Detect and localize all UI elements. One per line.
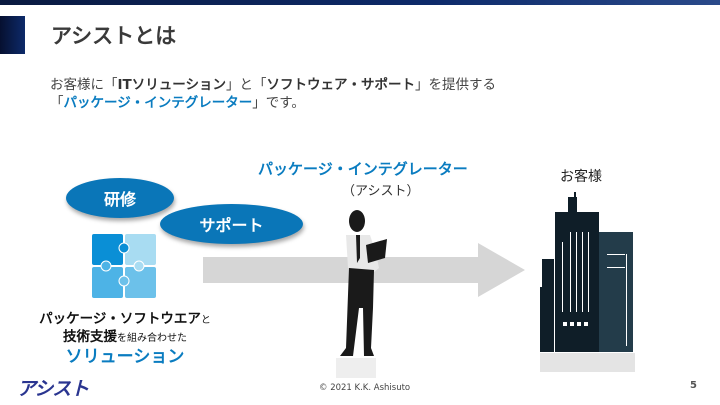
- caption-line1: パッケージ・ソフトウエアと: [0, 307, 250, 327]
- text: 」を提供する: [414, 77, 496, 93]
- integrator-title: パッケージ・インテグレーター: [258, 160, 468, 178]
- text: 」です。: [252, 95, 305, 111]
- text: 」と「: [225, 77, 267, 93]
- page-number: 5: [690, 380, 697, 391]
- puzzle-icon: [92, 234, 156, 298]
- customer-label: お客様: [560, 169, 602, 185]
- text: 「: [50, 95, 64, 111]
- text: パッケージ・ソフトウエア: [39, 311, 201, 327]
- text: ITソリューション: [117, 77, 226, 93]
- top-bar: [0, 0, 720, 5]
- text: を組み合わせた: [117, 333, 187, 344]
- support-bubble: サポート: [160, 204, 303, 244]
- intro-text: お客様に「ITソリューション」と「ソフトウェア・サポート」を提供する 「パッケー…: [50, 76, 496, 112]
- text: パッケージ・インテグレーター: [63, 95, 253, 111]
- caption-solution: ソリューション: [65, 347, 185, 367]
- page-title: アシストとは: [51, 24, 177, 48]
- caption-line2: 技術支援を組み合わせた: [0, 325, 250, 345]
- copyright: © 2021 K.K. Ashisuto: [319, 383, 411, 393]
- integrator-subtitle: （アシスト）: [342, 184, 420, 199]
- text: と: [200, 315, 211, 326]
- businessman-silhouette: [336, 210, 387, 378]
- training-bubble: 研修: [66, 178, 174, 218]
- text: ソフトウェア・サポート: [266, 77, 415, 93]
- text: 技術支援: [63, 329, 117, 345]
- building-icon: [540, 192, 635, 372]
- title-accent: [0, 16, 25, 54]
- company-logo: アシスト: [17, 378, 89, 400]
- text: お客様に「: [50, 77, 118, 93]
